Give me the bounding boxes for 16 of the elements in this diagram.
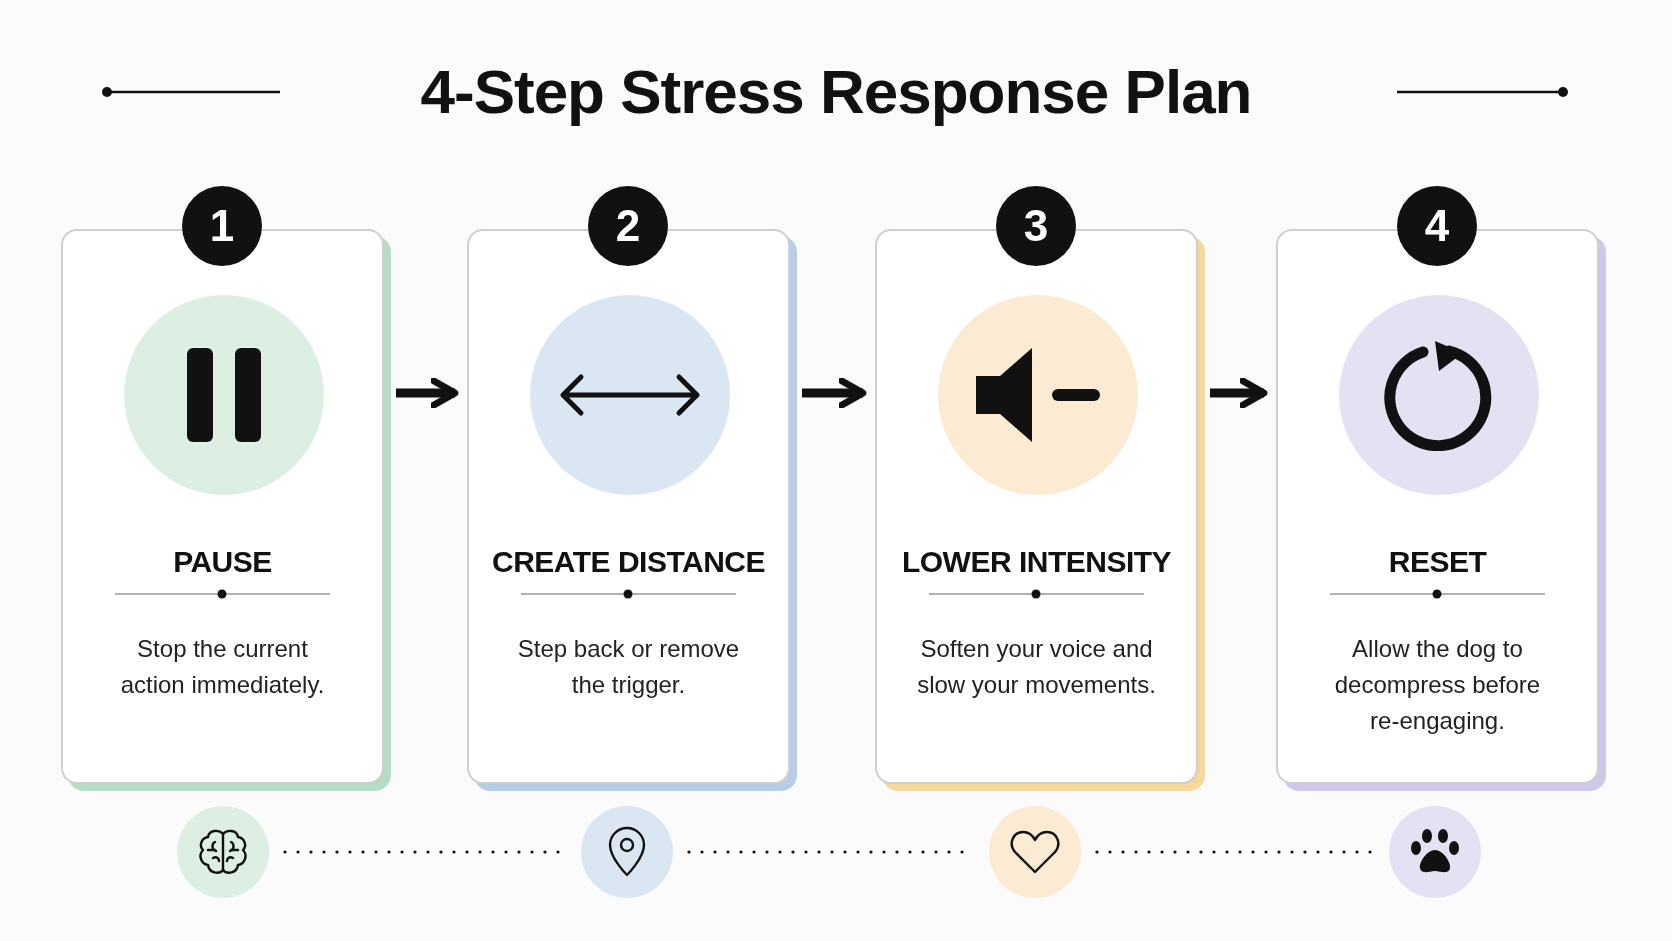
step-number-badge: 3 <box>996 186 1076 266</box>
title: 4-Step Stress Response Plan <box>419 56 1253 128</box>
step-title: PAUSE <box>172 544 273 580</box>
step-number-badge: 2 <box>588 186 668 266</box>
step-title: LOWER INTENSITY <box>900 544 1173 580</box>
step-title: RESET <box>1387 544 1488 580</box>
step-description: Soften your voice and slow your movements. <box>917 634 1156 700</box>
step-title: CREATE DISTANCE <box>490 544 767 580</box>
step-description: Step back or remove the trigger. <box>516 634 741 700</box>
step-description: Allow the dog to decompress before re-engaging. <box>1333 634 1542 736</box>
arrow <box>1210 377 1268 409</box>
arrow <box>396 377 459 409</box>
step-number-badge: 4 <box>1397 186 1477 266</box>
step-number-badge: 1 <box>182 186 262 266</box>
arrow <box>802 377 867 409</box>
step-description: Stop the current action immediately. <box>119 634 326 700</box>
